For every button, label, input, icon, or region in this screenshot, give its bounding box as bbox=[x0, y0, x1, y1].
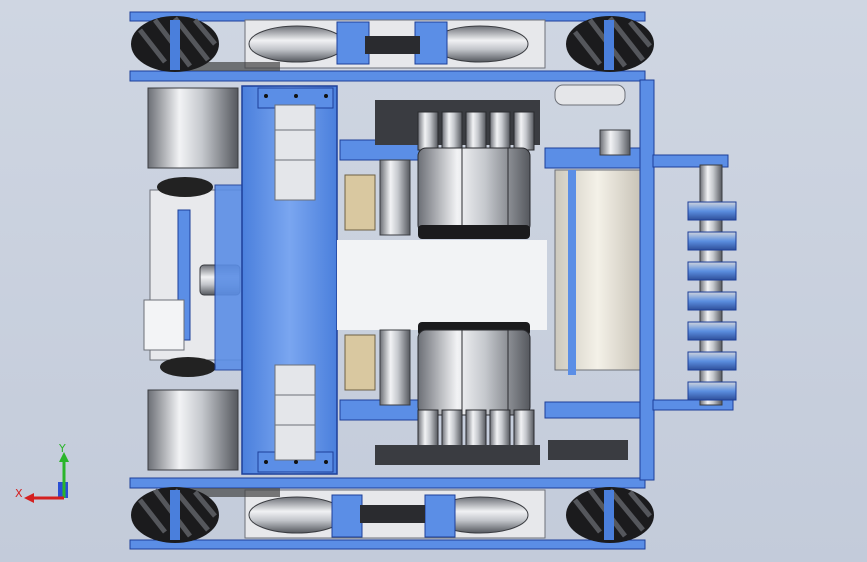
mecanum-wheel-bottom-right bbox=[566, 487, 654, 543]
y-axis-arrowhead bbox=[59, 452, 69, 462]
intake-belt bbox=[544, 79, 655, 481]
bottom-rail-assembly bbox=[129, 477, 646, 550]
lower-gear-bank bbox=[339, 322, 540, 465]
top-rail-assembly bbox=[129, 11, 646, 82]
x-axis-arrowhead bbox=[24, 493, 34, 503]
center-cavity bbox=[337, 240, 547, 330]
axis-triad: Y X bbox=[15, 442, 69, 503]
roller-bar bbox=[652, 154, 737, 411]
mecanum-wheel-top-right bbox=[566, 16, 654, 72]
mecanum-wheel-bottom-left bbox=[131, 487, 219, 543]
left-chassis-section bbox=[143, 87, 246, 471]
x-axis-label: X bbox=[15, 487, 23, 500]
upper-gear-bank bbox=[339, 100, 540, 239]
y-axis-label: Y bbox=[58, 442, 66, 455]
mecanum-wheel-top-left bbox=[131, 16, 219, 72]
main-frame-plate bbox=[241, 85, 338, 475]
